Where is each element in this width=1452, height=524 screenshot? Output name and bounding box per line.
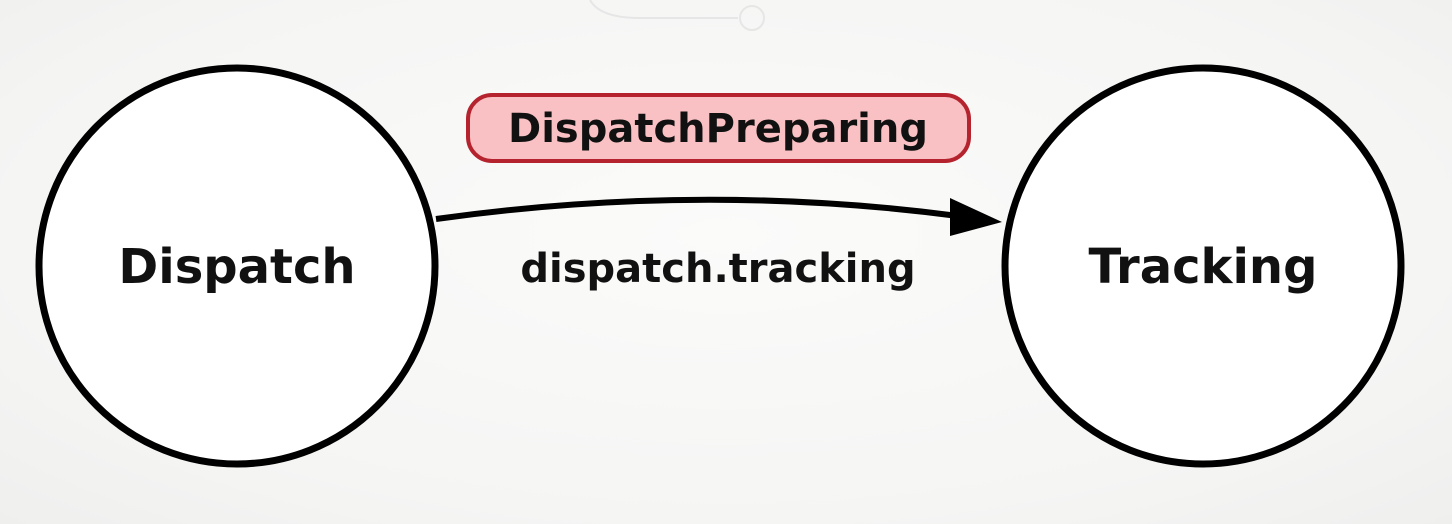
state-node-tracking[interactable]: Tracking xyxy=(1001,64,1405,468)
transition-edge[interactable] xyxy=(435,196,1002,236)
state-circle xyxy=(1001,64,1405,468)
arrow-head-icon xyxy=(950,198,1002,236)
state-label-tracking: Tracking xyxy=(1089,239,1318,295)
event-badge-box xyxy=(466,93,971,163)
background-decoration-dot xyxy=(739,5,765,31)
transition-label: dispatch.tracking xyxy=(520,246,915,292)
background-decoration xyxy=(589,0,738,19)
state-node-dispatch[interactable]: Dispatch xyxy=(35,64,439,468)
event-badge[interactable]: DispatchPreparing xyxy=(466,93,971,163)
state-circle xyxy=(35,64,439,468)
transition-arrow-line xyxy=(435,196,959,222)
event-label: DispatchPreparing xyxy=(508,106,928,152)
state-label-dispatch: Dispatch xyxy=(118,239,355,295)
